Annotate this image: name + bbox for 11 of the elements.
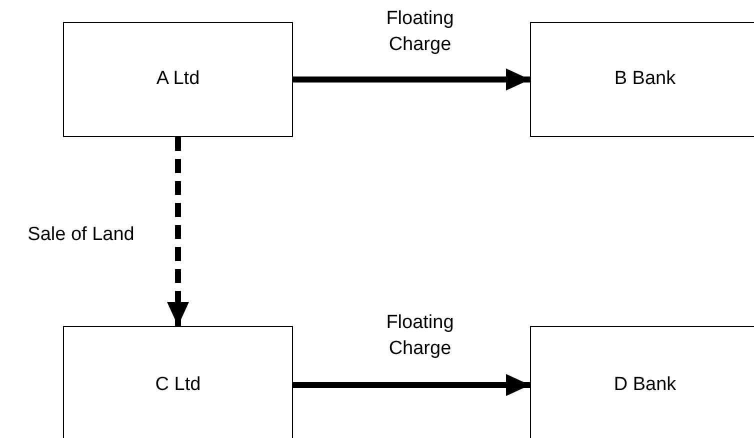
entity-name: D Bank [614,374,676,396]
entity-name: C Ltd [155,374,201,396]
entity-box [530,22,754,137]
entity-name: A Ltd [156,68,200,91]
entity-box [63,326,293,438]
entity-name: B Bank [614,68,676,91]
entity-box [530,326,754,438]
arrow [167,137,189,326]
arrow [293,68,530,90]
entity-box [63,22,293,137]
arrow [293,374,530,396]
